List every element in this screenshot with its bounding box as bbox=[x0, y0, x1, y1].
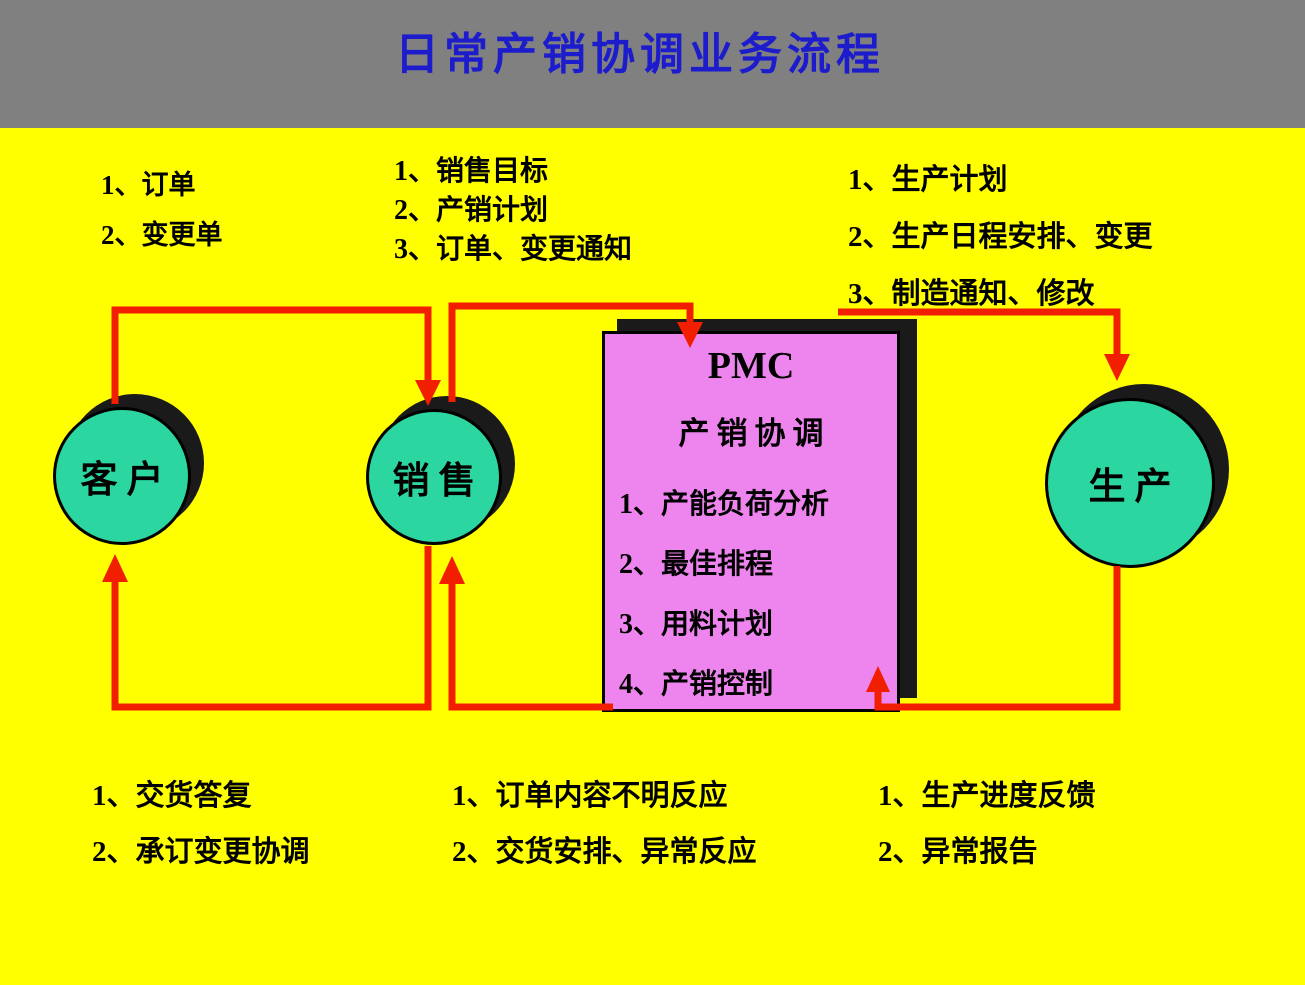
page-title: 日常产销协调业务流程 bbox=[395, 30, 885, 79]
label-block-sales-to-customer: 1、交货答复 2、承订变更协调 bbox=[92, 768, 310, 880]
label-block-pmc-to-production: 1、生产计划 2、生产日程安排、变更 3、制造通知、修改 bbox=[848, 152, 1153, 323]
label-line: 2、变更单 bbox=[101, 220, 223, 250]
customer-node-label: 客户 bbox=[80, 460, 173, 501]
pmc-item: 1、产能负荷分析 bbox=[619, 489, 830, 520]
pmc-item: 4、产销控制 bbox=[619, 669, 774, 700]
label-line: 3、订单、变更通知 bbox=[394, 234, 633, 265]
arrow-pmc-to-sales bbox=[439, 556, 613, 711]
sales-node-label: 销售 bbox=[392, 461, 485, 502]
label-line: 3、制造通知、修改 bbox=[848, 278, 1095, 310]
label-line: 1、订单内容不明反应 bbox=[452, 780, 728, 812]
label-line: 1、订单 bbox=[101, 170, 196, 200]
label-line: 2、异常报告 bbox=[878, 836, 1038, 868]
label-line: 1、交货答复 bbox=[92, 780, 252, 812]
label-line: 2、生产日程安排、变更 bbox=[848, 221, 1153, 253]
customer-node: 客户 bbox=[53, 407, 191, 545]
production-node-label: 生产 bbox=[1088, 467, 1181, 508]
label-line: 2、产销计划 bbox=[394, 195, 549, 226]
label-block-pmc-to-sales: 1、订单内容不明反应 2、交货安排、异常反应 bbox=[452, 768, 757, 880]
pmc-title: PMC bbox=[707, 345, 795, 387]
header-bar: 日常产销协调业务流程 bbox=[0, 0, 1305, 128]
label-line: 1、生产计划 bbox=[848, 164, 1008, 196]
production-node: 生产 bbox=[1045, 398, 1215, 568]
pmc-item: 3、用料计划 bbox=[619, 609, 774, 640]
pmc-box: PMC 产销协调 1、产能负荷分析 2、最佳排程 3、用料计划 4、产销控制 bbox=[602, 331, 900, 712]
label-line: 2、交货安排、异常反应 bbox=[452, 836, 757, 868]
pmc-subtitle: 产销协调 bbox=[678, 416, 831, 451]
arrow-customer-to-sales bbox=[111, 306, 441, 406]
label-block-customer-to-sales: 1、订单 2、变更单 bbox=[101, 160, 223, 260]
label-line: 1、销售目标 bbox=[394, 156, 549, 187]
label-block-sales-to-pmc: 1、销售目标 2、产销计划 3、订单、变更通知 bbox=[394, 152, 632, 269]
label-line: 2、承订变更协调 bbox=[92, 836, 310, 868]
sales-node: 销售 bbox=[366, 409, 502, 545]
label-line: 1、生产进度反馈 bbox=[878, 780, 1096, 812]
pmc-item: 2、最佳排程 bbox=[619, 549, 774, 580]
label-block-production-to-pmc: 1、生产进度反馈 2、异常报告 bbox=[878, 768, 1096, 880]
arrow-sales-to-customer bbox=[102, 546, 432, 711]
